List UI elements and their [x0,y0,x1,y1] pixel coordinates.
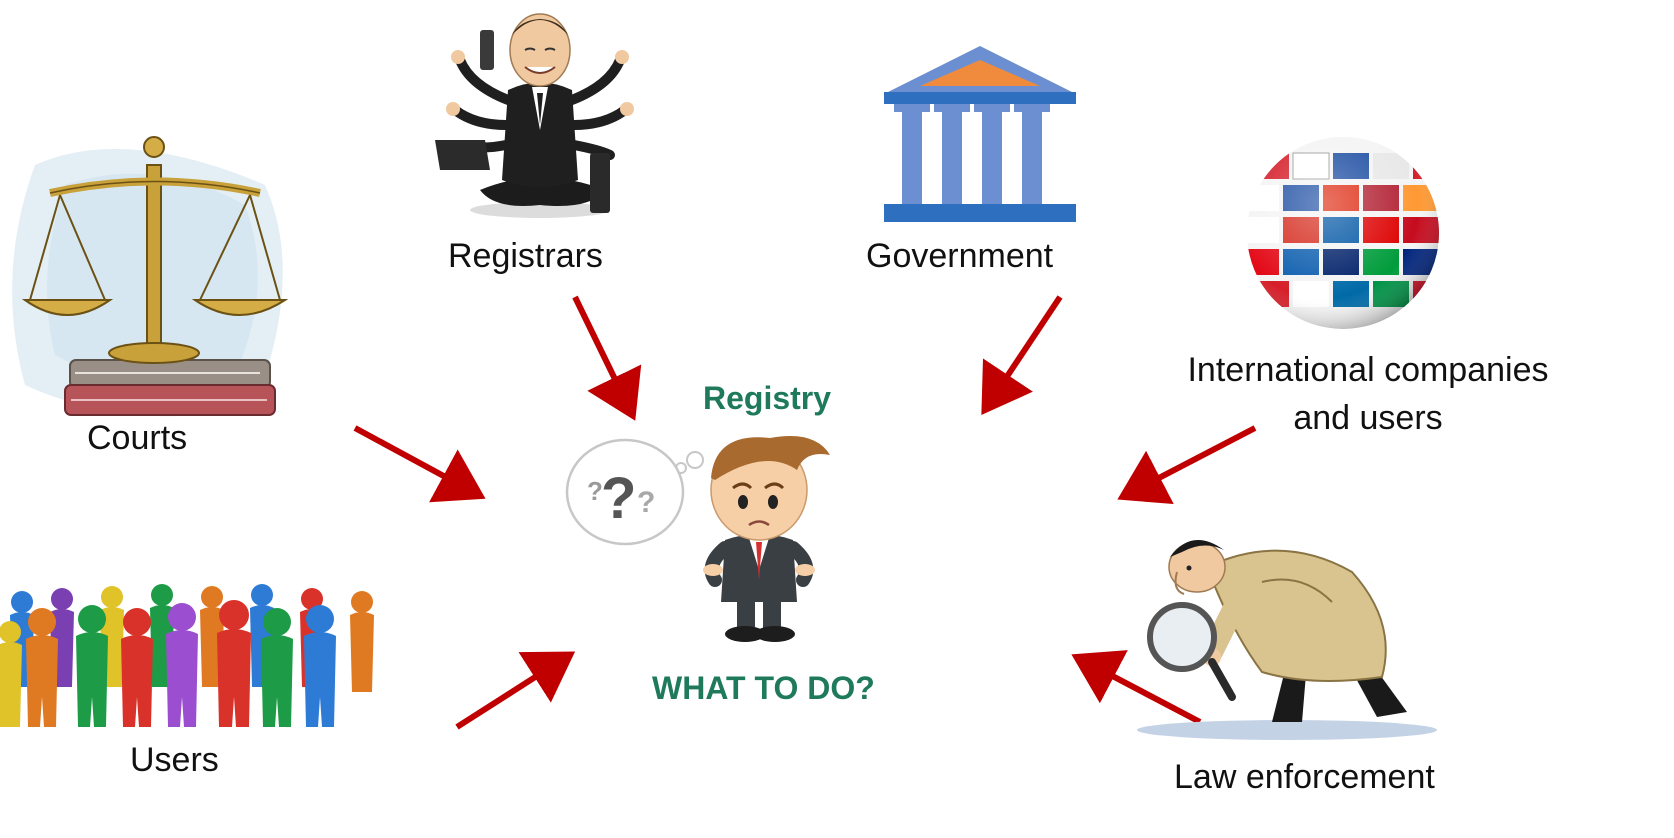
arrow-law-enforcement [1071,650,1202,725]
label-registrars: Registrars [448,237,603,275]
label-international-line2: and users [1293,399,1443,437]
svg-text:?: ? [587,476,603,506]
registry-title: Registry [703,380,832,416]
scales-of-justice-icon [12,136,289,417]
flag-globe-icon [1247,137,1439,329]
label-international-line1: International companies [1187,351,1549,389]
crowd-of-people-icon [0,584,374,727]
government-building-icon [884,46,1076,222]
arrow-users [455,651,576,730]
label-users: Users [130,741,219,779]
arrow-government [981,295,1063,415]
arrow-courts [353,425,486,503]
svg-text:?: ? [601,466,636,531]
multitasking-businessman-icon [435,13,634,218]
what-to-do-text: WHAT TO DO? [652,670,875,706]
label-government: Government [866,237,1054,275]
confused-registry-person-icon: ? ? ? [565,436,830,642]
arrow-international [1117,425,1257,505]
label-courts: Courts [87,419,188,457]
label-law-enforcement: Law enforcement [1174,758,1435,796]
svg-text:?: ? [637,486,655,519]
arrow-registrars [572,295,642,421]
detective-magnifier-icon [1137,540,1437,740]
